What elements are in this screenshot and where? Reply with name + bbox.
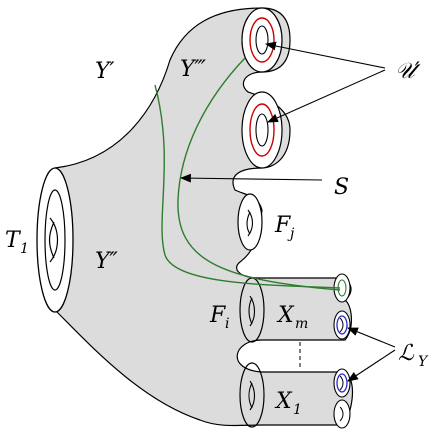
label-xm-sub: m xyxy=(295,316,308,332)
label-fj-main: F xyxy=(274,213,291,238)
boundary-t1 xyxy=(36,167,74,313)
label-xm: X m xyxy=(276,303,308,332)
label-y-double-prime: Y″ xyxy=(95,249,119,274)
arrow-s xyxy=(179,173,323,183)
label-ly-sub: Y xyxy=(418,354,429,370)
green-curve-inner xyxy=(177,57,341,291)
tube-fj xyxy=(237,193,263,251)
arrow-ly-top xyxy=(346,327,396,348)
label-ly: ℒ Y xyxy=(398,341,429,370)
label-x1: X 1 xyxy=(274,389,302,418)
tube-u-prime-bottom xyxy=(241,91,283,169)
label-fi-main: F xyxy=(209,303,226,328)
label-y-triple-prime: Y‴ xyxy=(180,57,207,82)
label-ly-main: ℒ xyxy=(398,341,415,366)
tube-x1 xyxy=(239,362,265,428)
label-u-prime: 𝒰′ xyxy=(395,59,421,84)
label-t1-sub: 1 xyxy=(20,241,29,257)
label-t1-main: T xyxy=(5,228,22,253)
label-y-prime: Y′ xyxy=(95,59,115,84)
arrow-u-prime-top xyxy=(264,41,386,69)
label-xm-main: X xyxy=(276,303,295,328)
label-x1-main: X xyxy=(274,389,293,414)
label-x1-sub: 1 xyxy=(293,402,302,418)
label-fj-sub: j xyxy=(287,226,295,242)
label-s: S xyxy=(334,175,349,200)
label-fi-sub: i xyxy=(225,316,229,332)
end-xm-blue xyxy=(333,310,351,340)
tube-u-prime-top xyxy=(241,7,283,73)
arrow-ly-bottom xyxy=(347,349,396,382)
label-fj: F j xyxy=(274,213,295,242)
green-curve-outer xyxy=(154,84,341,289)
label-t1: T 1 xyxy=(5,228,29,257)
label-fi: F i xyxy=(209,303,229,332)
end-x1-bottom xyxy=(333,399,351,429)
end-x1-blue xyxy=(333,368,351,398)
arrow-u-prime-bottom xyxy=(266,69,386,123)
